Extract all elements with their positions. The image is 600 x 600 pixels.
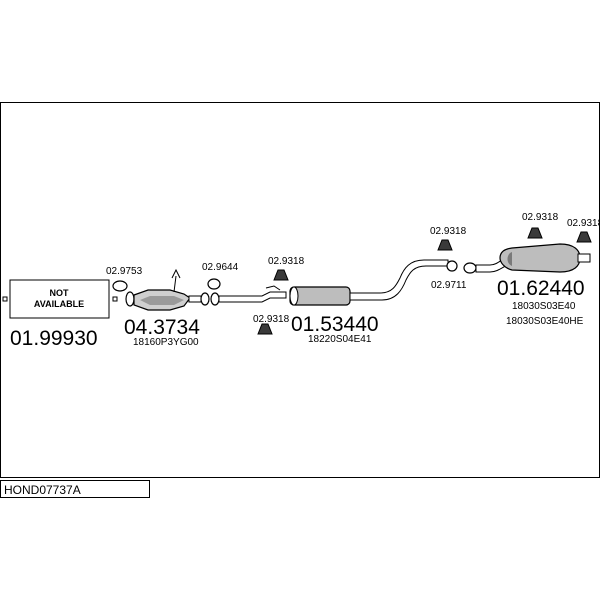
middle-silencer[interactable]: 01.53440 18220S04E41 (218, 259, 449, 345)
not-available-part[interactable]: NOT AVAILABLE 01.99930 (2, 279, 118, 350)
converter-oem: 18160P3YG00 (133, 337, 199, 348)
diagram-code: HOND07737A (4, 483, 81, 497)
flange-gasket-02-9644[interactable]: 02.9644 (200, 262, 239, 306)
mount-02-9318-pipe[interactable]: 02.9318 (430, 226, 467, 251)
rear-mount-1-ref-label: 02.9318 (522, 212, 559, 223)
rear-silencer-oem-2: 18030S03E40HE (506, 316, 584, 327)
gasket-02-9711-ref-label: 02.9711 (431, 280, 467, 291)
middle-silencer-oem: 18220S04E41 (308, 334, 372, 345)
rubber-mount-icon (257, 323, 273, 335)
flange-connector-icon-2 (210, 292, 220, 306)
not-available-line2: AVAILABLE (34, 299, 84, 309)
mount-02-9318-top[interactable]: 02.9318 (268, 256, 305, 281)
tail-pipe (577, 253, 591, 263)
gasket-ring-icon-2 (463, 262, 477, 274)
mount-02-9318-rear-1[interactable]: 02.9318 (522, 212, 559, 239)
rubber-mount-icon (437, 239, 453, 251)
hanger-bracket-icon (265, 285, 281, 291)
middle-silencer-body (289, 286, 351, 306)
diagram-code-box: HOND07737A (0, 480, 150, 498)
rubber-mount-icon (273, 269, 289, 281)
mount-02-9318-rear-2[interactable]: 02.9318 (567, 218, 600, 243)
pipe-mount-ref-label: 02.9318 (430, 226, 467, 237)
gasket-ref-label: 02.9753 (106, 266, 143, 277)
rear-silencer-oem-1: 18030S03E40 (512, 301, 576, 312)
front-pipe (218, 291, 287, 303)
gasket-ring-icon (112, 280, 128, 292)
rear-silencer-body (499, 243, 581, 273)
not-available-line1: NOT (50, 288, 70, 298)
middle-silencer-end-cap (289, 286, 299, 306)
left-connector (2, 296, 8, 302)
rear-mount-2-ref-label: 02.9318 (567, 218, 600, 229)
gasket-02-9753[interactable]: 02.9753 (106, 266, 143, 292)
oxygen-sensor-arrow-icon (171, 268, 181, 279)
code-box-frame (0, 480, 150, 498)
flange-connector-icon (200, 292, 210, 306)
flange-gasket-ref-label: 02.9644 (202, 262, 239, 273)
rear-silencer[interactable]: 01.62440 18030S03E40 18030S03E40HE (475, 243, 591, 327)
right-connector (112, 296, 118, 302)
not-available-box (9, 279, 110, 319)
not-available-part-number: 01.99930 (10, 327, 98, 350)
converter-inlet-flange (125, 291, 135, 307)
gasket-02-9711[interactable]: 02.9711 (431, 260, 477, 291)
converter-body-shade (140, 296, 184, 305)
rear-silencer-end-shade (507, 252, 512, 266)
gasket-ring-icon (446, 260, 458, 272)
converter-part-number: 04.3734 (124, 316, 200, 339)
mount-02-9318-bottom[interactable]: 02.9318 (253, 314, 290, 335)
rubber-mount-icon (527, 227, 543, 239)
rear-silencer-part-number: 01.62440 (497, 277, 585, 300)
rubber-mount-icon (576, 231, 592, 243)
mount-top-ref-label: 02.9318 (268, 256, 305, 267)
flange-gasket-icon (207, 278, 221, 290)
mount-bottom-ref-label: 02.9318 (253, 314, 290, 325)
converter-outlet-pipe (188, 295, 202, 303)
catalytic-converter[interactable]: 04.3734 18160P3YG00 (124, 268, 202, 348)
oxygen-sensor-line (173, 275, 177, 293)
middle-silencer-part-number: 01.53440 (291, 313, 379, 336)
